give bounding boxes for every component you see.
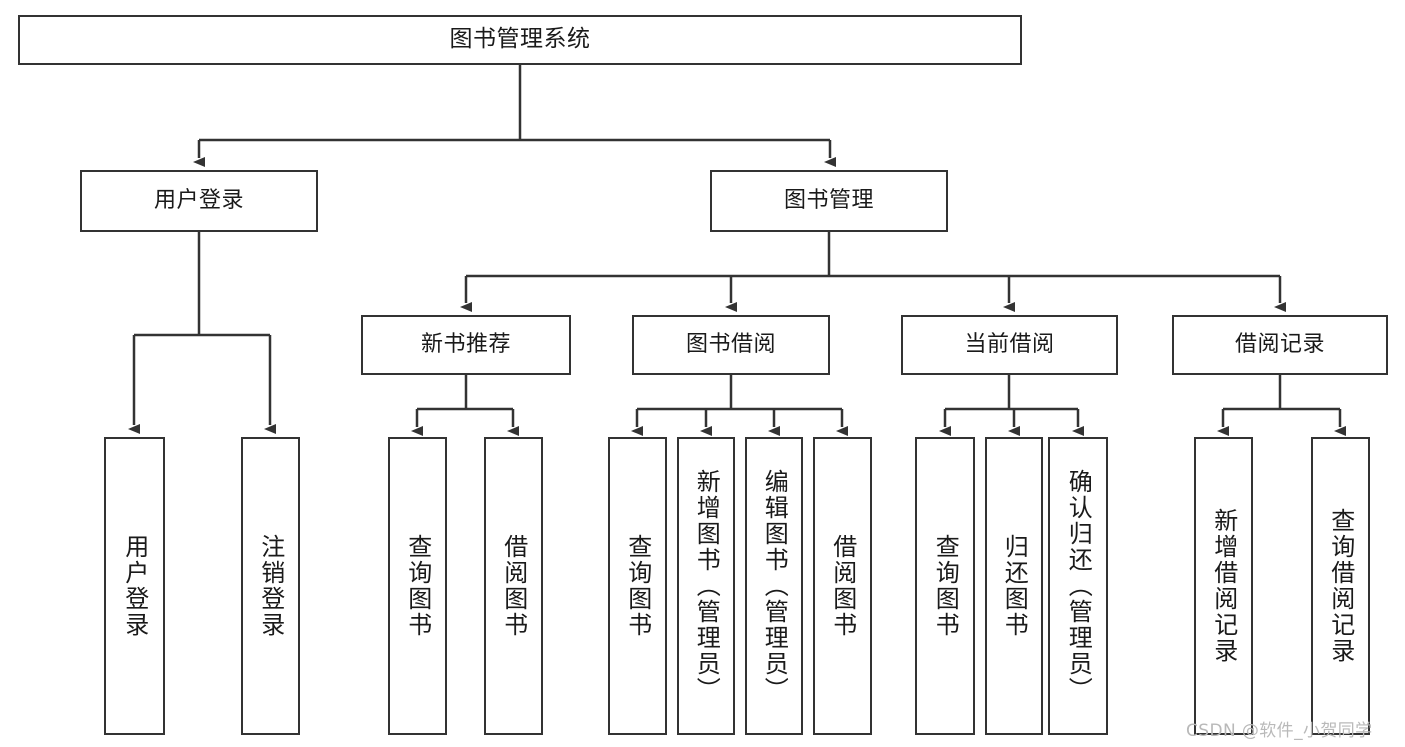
- watermark-text: CSDN @软件_小贺同学: [1186, 721, 1373, 741]
- node-level3-2[interactable]: 当前借阅: [901, 315, 1118, 375]
- node-level3-0[interactable]: 新书推荐: [361, 315, 571, 375]
- node-leaf-1[interactable]: 注销登录: [241, 437, 300, 735]
- node-leaf-4[interactable]: 查询图书: [608, 437, 667, 735]
- node-leaf-9[interactable]: 归还图书: [985, 437, 1043, 735]
- node-leaf-2[interactable]: 查询图书: [388, 437, 447, 735]
- node-leaf-10[interactable]: 确认归还（管理员）: [1048, 437, 1108, 735]
- node-level2-1[interactable]: 图书管理: [710, 170, 948, 232]
- node-leaf-12[interactable]: 查询借阅记录: [1311, 437, 1370, 735]
- node-level2-0[interactable]: 用户登录: [80, 170, 318, 232]
- node-leaf-11[interactable]: 新增借阅记录: [1194, 437, 1253, 735]
- node-leaf-5[interactable]: 新增图书（管理员）: [677, 437, 735, 735]
- node-leaf-6[interactable]: 编辑图书（管理员）: [745, 437, 803, 735]
- node-root[interactable]: 图书管理系统: [18, 15, 1022, 65]
- node-level3-3[interactable]: 借阅记录: [1172, 315, 1388, 375]
- node-leaf-0[interactable]: 用户登录: [104, 437, 165, 735]
- node-leaf-7[interactable]: 借阅图书: [813, 437, 872, 735]
- node-leaf-3[interactable]: 借阅图书: [484, 437, 543, 735]
- node-leaf-8[interactable]: 查询图书: [915, 437, 975, 735]
- node-level3-1[interactable]: 图书借阅: [632, 315, 830, 375]
